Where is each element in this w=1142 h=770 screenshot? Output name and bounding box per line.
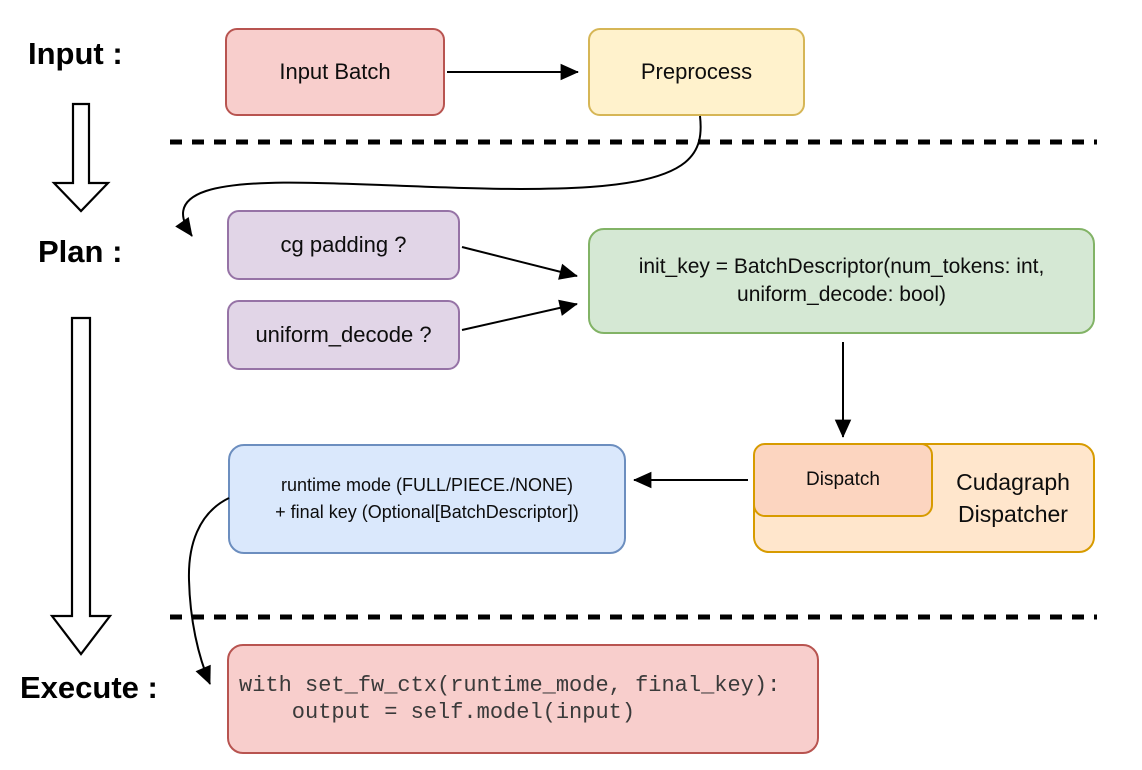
- node-cg-padding-label: cg padding ?: [280, 232, 407, 258]
- node-init-key-line1: init_key = BatchDescriptor(num_tokens: i…: [638, 255, 1045, 278]
- block-arrow-input-to-plan: [51, 102, 111, 213]
- execute-code-line2: output = self.model(input): [239, 700, 636, 725]
- arrow-cg-padding-to-init-key: [461, 246, 578, 280]
- node-cudagraph-dispatcher-label: Cudagraph Dispatcher: [933, 445, 1093, 551]
- curve-runtime-mode-to-execute-code: [187, 497, 230, 685]
- stage-label-execute: Execute :: [20, 670, 158, 705]
- stage-label-input: Input :: [28, 36, 123, 71]
- node-init-key: init_key = BatchDescriptor(num_tokens: i…: [588, 228, 1095, 334]
- node-cg-padding: cg padding ?: [227, 210, 460, 280]
- execute-code-line1: with set_fw_ctx(runtime_mode, final_key)…: [239, 673, 781, 698]
- node-uniform-decode-label: uniform_decode ?: [255, 322, 432, 348]
- node-preprocess-label: Preprocess: [640, 59, 753, 85]
- node-execute-code: with set_fw_ctx(runtime_mode, final_key)…: [227, 644, 819, 754]
- node-dispatch-label: Dispatch: [806, 469, 880, 491]
- node-runtime-mode: runtime mode (FULL/PIECE./NONE) + final …: [228, 444, 626, 554]
- arrow-uniform-decode-to-init-key: [461, 299, 578, 331]
- node-input-batch: Input Batch: [225, 28, 445, 116]
- node-init-key-line2: uniform_decode: bool): [737, 283, 946, 306]
- node-dispatch: Dispatch: [753, 443, 933, 517]
- cudagraph-line1: Cudagraph: [956, 469, 1070, 495]
- node-cudagraph-dispatcher: Dispatch Cudagraph Dispatcher: [753, 443, 1095, 553]
- node-runtime-mode-line1: runtime mode (FULL/PIECE./NONE): [280, 475, 574, 495]
- stage-label-plan: Plan :: [38, 234, 123, 269]
- node-preprocess: Preprocess: [588, 28, 805, 116]
- block-arrow-plan-to-execute: [49, 316, 113, 656]
- node-input-batch-label: Input Batch: [279, 59, 391, 85]
- node-uniform-decode: uniform_decode ?: [227, 300, 460, 370]
- cudagraph-line2: Dispatcher: [958, 501, 1068, 527]
- node-runtime-mode-line2: + final key (Optional[BatchDescriptor]): [275, 502, 579, 522]
